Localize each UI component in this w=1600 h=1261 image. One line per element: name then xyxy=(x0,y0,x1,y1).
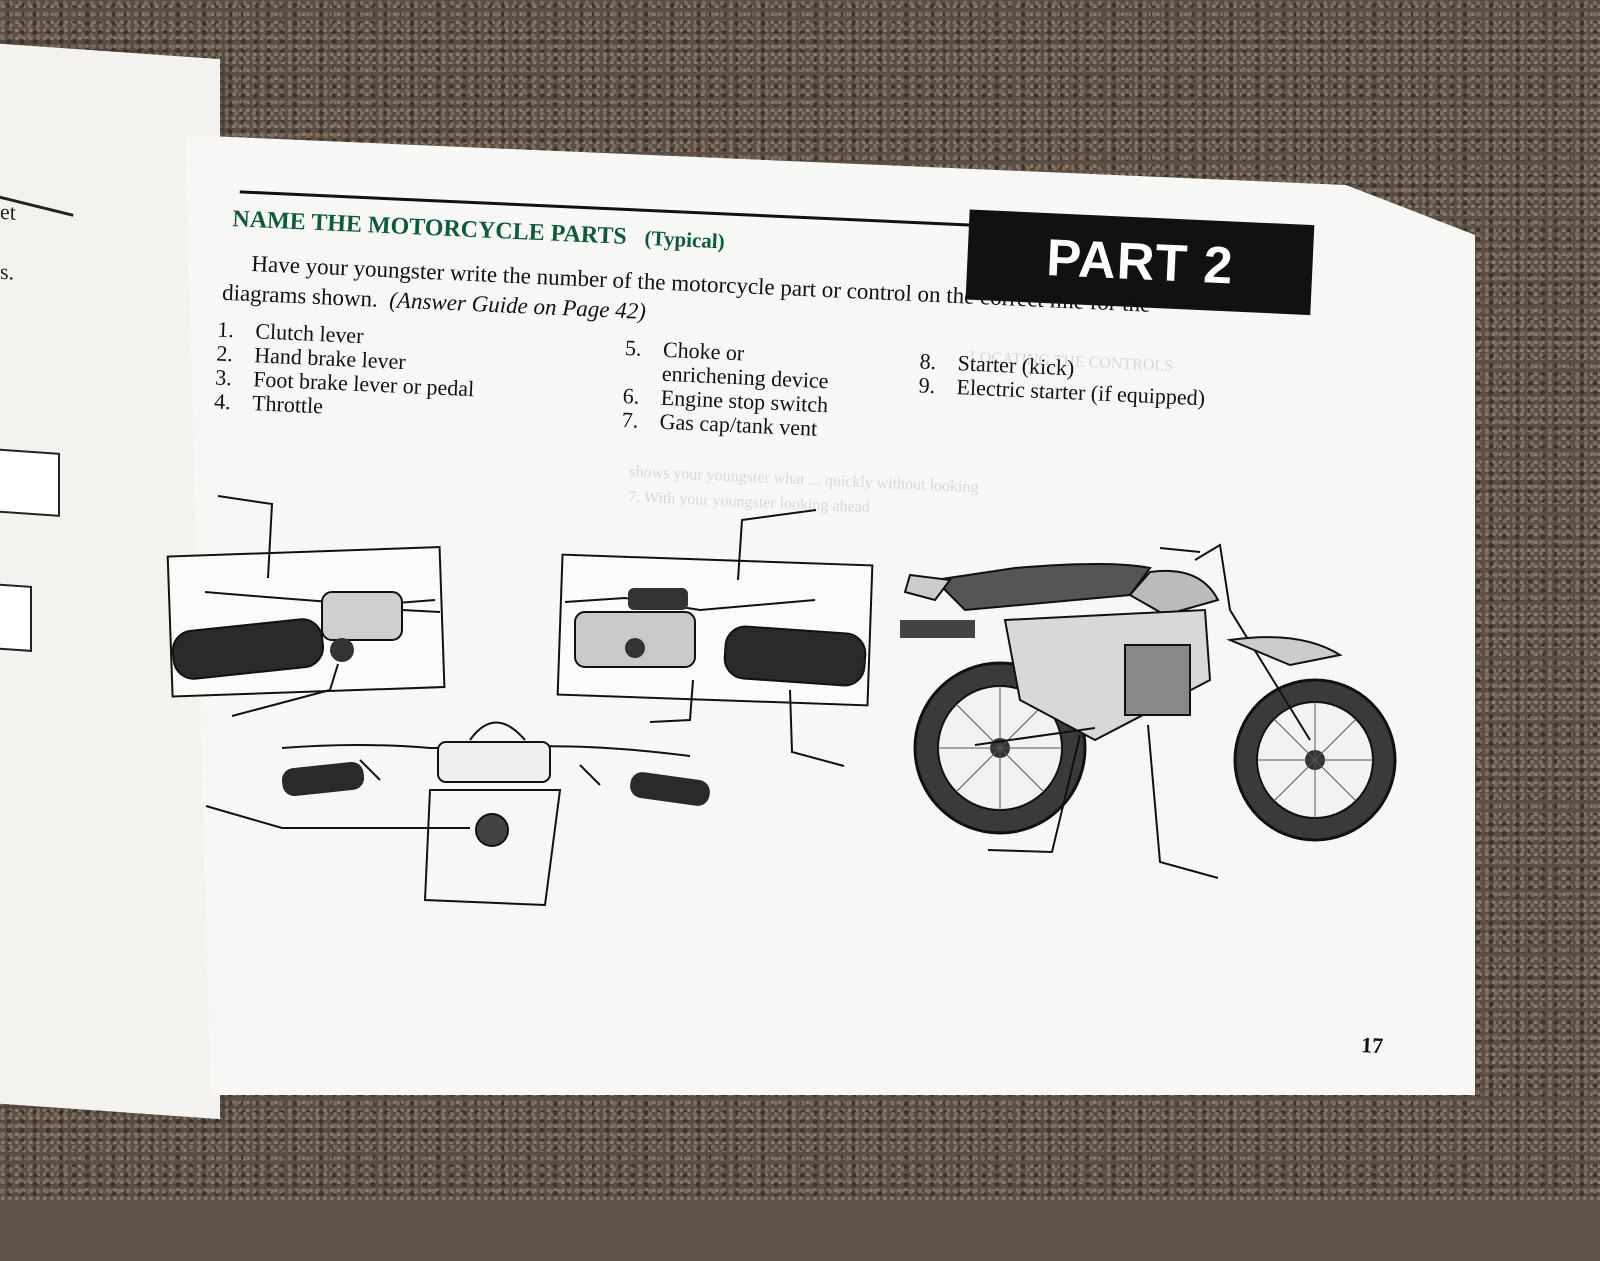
right-handlebar-diagram xyxy=(556,553,874,707)
answer-line xyxy=(649,679,694,723)
answer-line xyxy=(231,663,339,717)
front-view-diagram xyxy=(281,721,710,907)
seat xyxy=(932,563,1152,612)
gas-tank xyxy=(1128,569,1220,617)
answer-line xyxy=(737,509,817,581)
answer-line xyxy=(1147,724,1219,879)
dirt-bike-diagram xyxy=(900,543,1397,842)
answer-line xyxy=(987,734,1081,854)
answer-line xyxy=(217,495,274,579)
diagrams-layer xyxy=(166,495,1397,907)
answer-line xyxy=(789,689,845,767)
answer-line xyxy=(205,805,470,829)
left-handlebar-diagram xyxy=(166,546,446,698)
